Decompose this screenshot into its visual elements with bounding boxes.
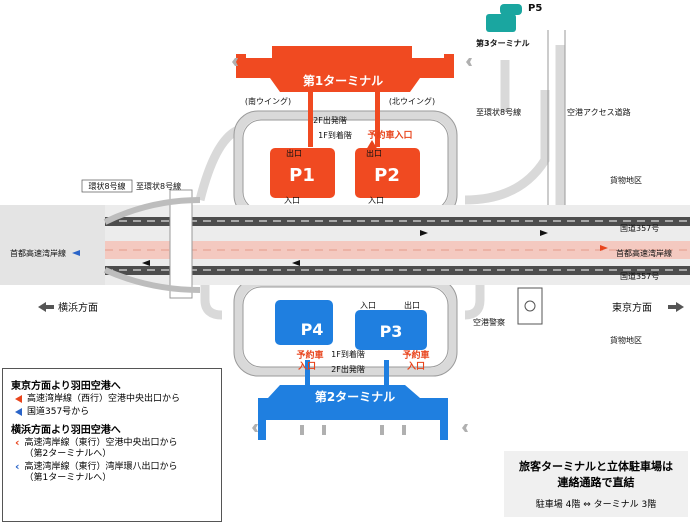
p3-exit: 出口 xyxy=(404,300,420,310)
level-1f-top: 1F到着階 xyxy=(318,130,352,140)
route357-top-label: 国道357号 xyxy=(620,223,659,233)
yokohama-direction: 横浜方面 xyxy=(58,301,98,314)
parking-p4[interactable]: P4 xyxy=(275,300,333,345)
parking-p3[interactable]: P3 xyxy=(355,310,427,350)
police-label: 空港警察 xyxy=(473,317,505,327)
double-arrow-icon: ⇔ xyxy=(583,500,594,510)
orange-chevron-icon: ‹ xyxy=(15,436,20,449)
terminal-3[interactable] xyxy=(486,4,522,32)
p2-label: P2 xyxy=(374,165,400,186)
airplane-icons xyxy=(218,58,478,435)
note-line-1: 旅客ターミナルと立体駐車場は xyxy=(519,460,673,473)
legend-row-4: ‹ 高速湾岸線（東行）湾岸環八出口から（第1ターミナルへ） xyxy=(15,460,178,483)
p1-entrance: 入口 xyxy=(284,196,300,205)
highway-band xyxy=(0,189,690,299)
level-1f-bottom: 1F到着階 xyxy=(331,349,365,359)
parking-p2[interactable]: P2 xyxy=(355,148,420,198)
parking-p1[interactable]: P1 xyxy=(270,148,335,198)
connection-note: 旅客ターミナルと立体駐車場は 連絡通路で直結 駐車場 4階 ⇔ ターミナル 3階 xyxy=(504,451,688,517)
p2-entrance: 入口 xyxy=(368,196,384,205)
airport-police xyxy=(517,287,543,325)
legend-row-2: 国道357号から xyxy=(15,407,213,418)
ring8-sign: 環状8号線 xyxy=(88,181,125,191)
reserve-left-ent: 入口 xyxy=(297,361,316,372)
terminal-1[interactable] xyxy=(236,46,454,147)
expressway-left-label: 首都高速湾岸線 xyxy=(10,248,66,258)
ring8-left-label: 至環状8号線 xyxy=(136,181,181,191)
terminal-2[interactable] xyxy=(258,360,448,440)
p5-label: P5 xyxy=(528,3,542,14)
note-line-2: 連絡通路で直結 xyxy=(557,476,635,489)
level-2f-bottom: 2F出発階 xyxy=(331,364,365,374)
note-levels: 駐車場 4階 ⇔ ターミナル 3階 xyxy=(535,500,657,510)
tokyo-direction: 東京方面 xyxy=(612,301,652,314)
p2-exit: 出口 xyxy=(366,148,382,158)
north-wing-label: (北ウイング) xyxy=(389,96,435,106)
legend-heading-tokyo: 東京方面より羽田空港へ xyxy=(11,381,121,392)
legend: 東京方面より羽田空港へ 高速湾岸線（西行）空港中央出口から 国道357号から 横… xyxy=(2,368,222,522)
reserve-right-ent: 入口 xyxy=(406,361,425,372)
level-2f-top: 2F出発階 xyxy=(313,115,347,125)
legend-heading-yokohama: 横浜方面より羽田空港へ xyxy=(11,425,121,436)
terminal-1-label: 第1ターミナル xyxy=(303,73,383,88)
p3-label: P3 xyxy=(380,322,403,341)
legend-row-3: ‹ 高速湾岸線（東行）空港中央出口から（第2ターミナルへ） xyxy=(15,436,178,459)
p3-entrance: 入口 xyxy=(360,301,376,310)
access-road-label: 空港アクセス道路 xyxy=(567,107,631,117)
p4-label: P4 xyxy=(301,320,324,339)
traffic-arrows xyxy=(72,230,608,266)
expressway-right-label: 首都高速湾岸線 xyxy=(616,248,672,258)
blue-chevron-icon: ‹ xyxy=(15,460,20,473)
route357-bottom-label: 国道357号 xyxy=(620,271,659,281)
reserve-right: 予約車 xyxy=(402,349,429,361)
orange-arrow-icon xyxy=(15,395,22,403)
ring8-top-label: 至環状8号線 xyxy=(476,107,521,117)
cargo-bottom-label: 貨物地区 xyxy=(610,335,642,345)
south-wing-label: (南ウイング) xyxy=(245,96,291,106)
terminal-3-label: 第3ターミナル xyxy=(476,38,530,48)
p1-exit: 出口 xyxy=(286,148,302,158)
reserve-left: 予約車 xyxy=(296,349,323,361)
blue-arrow-icon xyxy=(15,408,22,416)
cargo-top-label: 貨物地区 xyxy=(610,175,642,185)
legend-row-1: 高速湾岸線（西行）空港中央出口から xyxy=(15,394,213,405)
terminal-2-label: 第2ターミナル xyxy=(315,389,395,404)
reserve-entrance-top: 予約車入口 xyxy=(367,129,412,141)
p1-label: P1 xyxy=(289,165,315,186)
